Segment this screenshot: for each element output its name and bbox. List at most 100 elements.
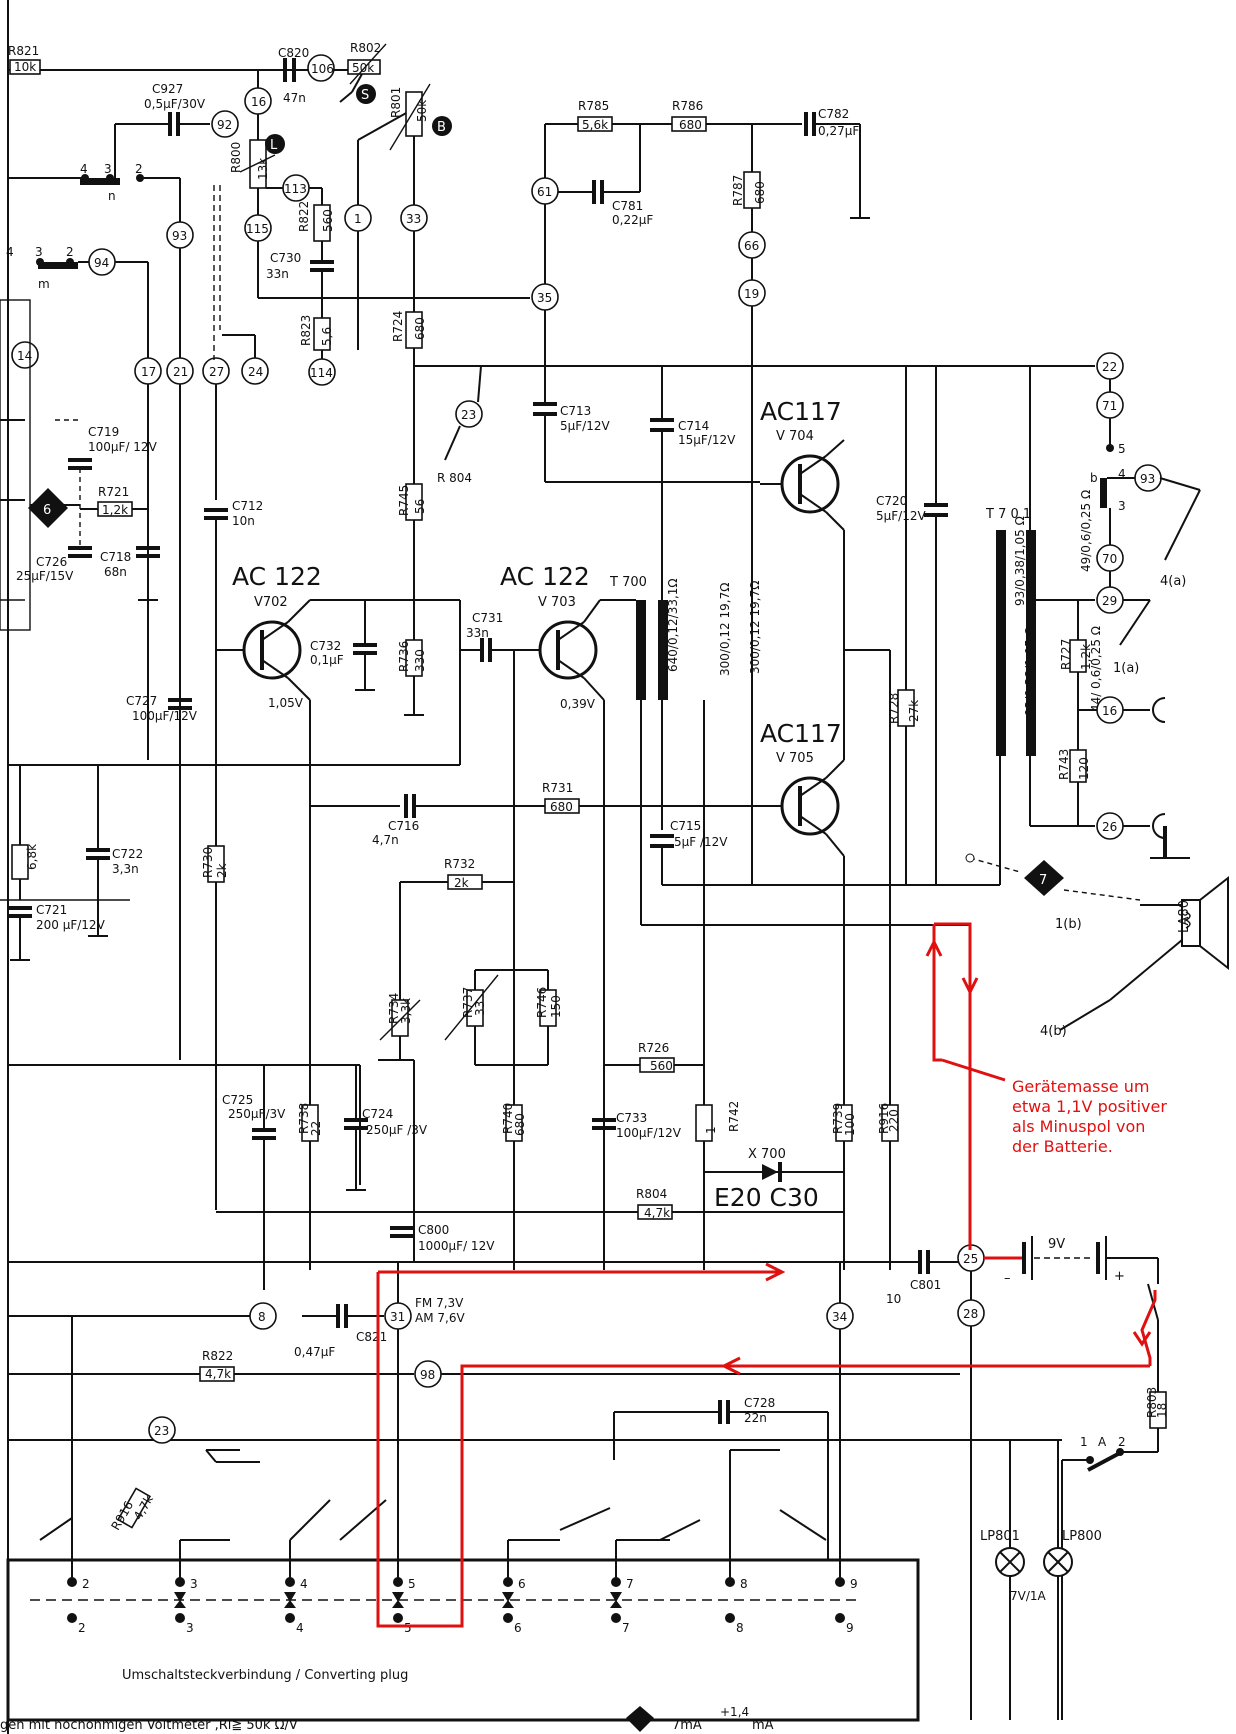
transformer-t700: T 700 640/0,12/33,1Ω 300/0,12 19,7Ω 300/… <box>609 575 762 700</box>
svg-text:R734: R734 <box>387 993 401 1024</box>
resistor-r785: R785 5,6k <box>577 99 613 132</box>
svg-text:120: 120 <box>1077 757 1091 780</box>
svg-text:A: A <box>1098 1435 1107 1449</box>
svg-text:R736: R736 <box>397 641 411 672</box>
svg-text:C731: C731 <box>472 611 503 625</box>
svg-text:94: 94 <box>94 256 109 270</box>
svg-text:150: 150 <box>549 995 563 1018</box>
capacitor-c820: C820 47n <box>278 46 309 105</box>
svg-text:56: 56 <box>413 499 427 514</box>
svg-text:X 700: X 700 <box>748 1147 786 1162</box>
svg-text:R721: R721 <box>98 485 129 499</box>
svg-text:C726: C726 <box>36 555 67 569</box>
svg-text:100µF/12V: 100µF/12V <box>616 1126 682 1140</box>
svg-text:R802: R802 <box>350 41 381 55</box>
svg-text:C713: C713 <box>560 404 591 418</box>
svg-text:als Minuspol von: als Minuspol von <box>1012 1117 1145 1136</box>
svg-text:17: 17 <box>141 365 156 379</box>
switch-m: 4 3 2 m <box>6 245 78 291</box>
svg-text:R821: R821 <box>8 44 39 58</box>
red-annotation-path <box>376 922 1157 1628</box>
svg-text:7: 7 <box>622 1621 630 1635</box>
svg-text:R803: R803 <box>1145 1387 1159 1418</box>
marker-6: 6 <box>28 488 68 528</box>
svg-text:70: 70 <box>1102 552 1117 566</box>
capacitor-c718: C727 100µF/12V <box>126 694 198 723</box>
svg-text:R800: R800 <box>229 142 243 173</box>
svg-text:35: 35 <box>537 291 552 305</box>
svg-text:10n: 10n <box>232 514 255 528</box>
transistor-v702: AC 122 V702 1,05V <box>232 562 322 710</box>
svg-text:3: 3 <box>190 1577 198 1591</box>
svg-text:4(b): 4(b) <box>1040 1024 1067 1039</box>
resistor-r725: R730 2k <box>201 845 229 883</box>
svg-text:47n: 47n <box>283 91 306 105</box>
svg-text:R739: R739 <box>831 1103 845 1134</box>
svg-text:8: 8 <box>258 1310 266 1324</box>
svg-text:2: 2 <box>78 1621 86 1635</box>
svg-text:AM 7,6V: AM 7,6V <box>415 1311 465 1325</box>
switch-a: 1 A 2 <box>1080 1435 1126 1472</box>
svg-text:8: 8 <box>740 1577 748 1591</box>
svg-text:1,2k: 1,2k <box>102 503 128 517</box>
svg-text:9: 9 <box>850 1577 858 1591</box>
svg-text:4: 4 <box>300 1577 308 1591</box>
capacitor-c821: C730 33n <box>266 251 334 281</box>
svg-text:4: 4 <box>6 245 14 259</box>
svg-text:C716: C716 <box>388 819 419 833</box>
svg-text:etwa 1,1V positiver: etwa 1,1V positiver <box>1012 1097 1167 1116</box>
svg-text:4: 4 <box>80 162 88 176</box>
resistor-r804: R916 4,7k <box>108 1487 156 1533</box>
resistor-r733: R740 680 <box>501 1103 527 1142</box>
capacitor-c732: C720 5µF/12V <box>876 494 948 523</box>
svg-text:R823: R823 <box>299 315 313 346</box>
marker-l <box>265 134 285 154</box>
svg-text:AC 122: AC 122 <box>232 562 322 591</box>
capacitor-c927: C927 0,5µF/30V <box>144 82 206 136</box>
svg-text:23: 23 <box>154 1424 169 1438</box>
resistor-r801: R801 50k <box>389 87 429 137</box>
svg-text:34: 34 <box>832 1310 847 1324</box>
svg-text:2k: 2k <box>454 876 469 890</box>
svg-text:4(a): 4(a) <box>1160 574 1186 589</box>
capacitor-c726: C731 33n <box>466 611 503 662</box>
svg-text:16: 16 <box>251 95 266 109</box>
svg-text:23: 23 <box>461 408 476 422</box>
capacitor-c716: C722 3,3n <box>86 847 143 876</box>
svg-text:C730: C730 <box>270 251 301 265</box>
svg-text:31: 31 <box>390 1310 405 1324</box>
resistor-r800: R800 13k <box>229 139 270 189</box>
svg-text:7: 7 <box>626 1577 634 1591</box>
diode-x700: X 700 E20 C30 <box>704 1147 844 1212</box>
resistor-r738: 1 R742 <box>695 1101 741 1142</box>
svg-text:0,5µF/30V: 0,5µF/30V <box>144 97 206 111</box>
svg-text:C724: C724 <box>362 1107 393 1121</box>
svg-text:220: 220 <box>887 1109 901 1132</box>
svg-text:C722: C722 <box>112 847 143 861</box>
transistor-v703: AC 122 V 703 0,39V <box>500 562 598 711</box>
resistor-r822: R822 560 <box>297 201 335 242</box>
svg-text:–: – <box>1004 1271 1011 1286</box>
svg-text:300/0,12 19,7Ω: 300/0,12 19,7Ω <box>718 583 732 676</box>
svg-text:24: 24 <box>248 365 263 379</box>
capacitor-c722: C725 250µF/3V <box>222 1093 286 1140</box>
capacitor-c715: C721 200 µF/12V <box>8 903 106 932</box>
plug-diodes <box>174 1592 622 1608</box>
svg-text:14: 14 <box>17 349 32 363</box>
svg-text:R730: R730 <box>201 847 215 878</box>
svg-text:R786: R786 <box>672 99 703 113</box>
svg-text:2: 2 <box>1118 1435 1126 1449</box>
transformer-t701: T 7 0 1 93/0,38/1,05 Ω 93/0,38/1,05 Ω 49… <box>985 490 1103 756</box>
svg-text:R 804: R 804 <box>437 471 472 485</box>
svg-text:21: 21 <box>173 365 188 379</box>
svg-text:R745: R745 <box>397 485 411 516</box>
svg-text:R724: R724 <box>391 311 405 342</box>
svg-text:C727: C727 <box>126 694 157 708</box>
resistor-r734: R746 150 <box>535 987 563 1027</box>
svg-text:1(b): 1(b) <box>1055 917 1082 932</box>
capacitor-c781: C781 0,22µF <box>592 180 653 227</box>
svg-text:C721: C721 <box>36 903 67 917</box>
svg-text:93: 93 <box>172 229 187 243</box>
svg-text:R804: R804 <box>636 1187 667 1201</box>
